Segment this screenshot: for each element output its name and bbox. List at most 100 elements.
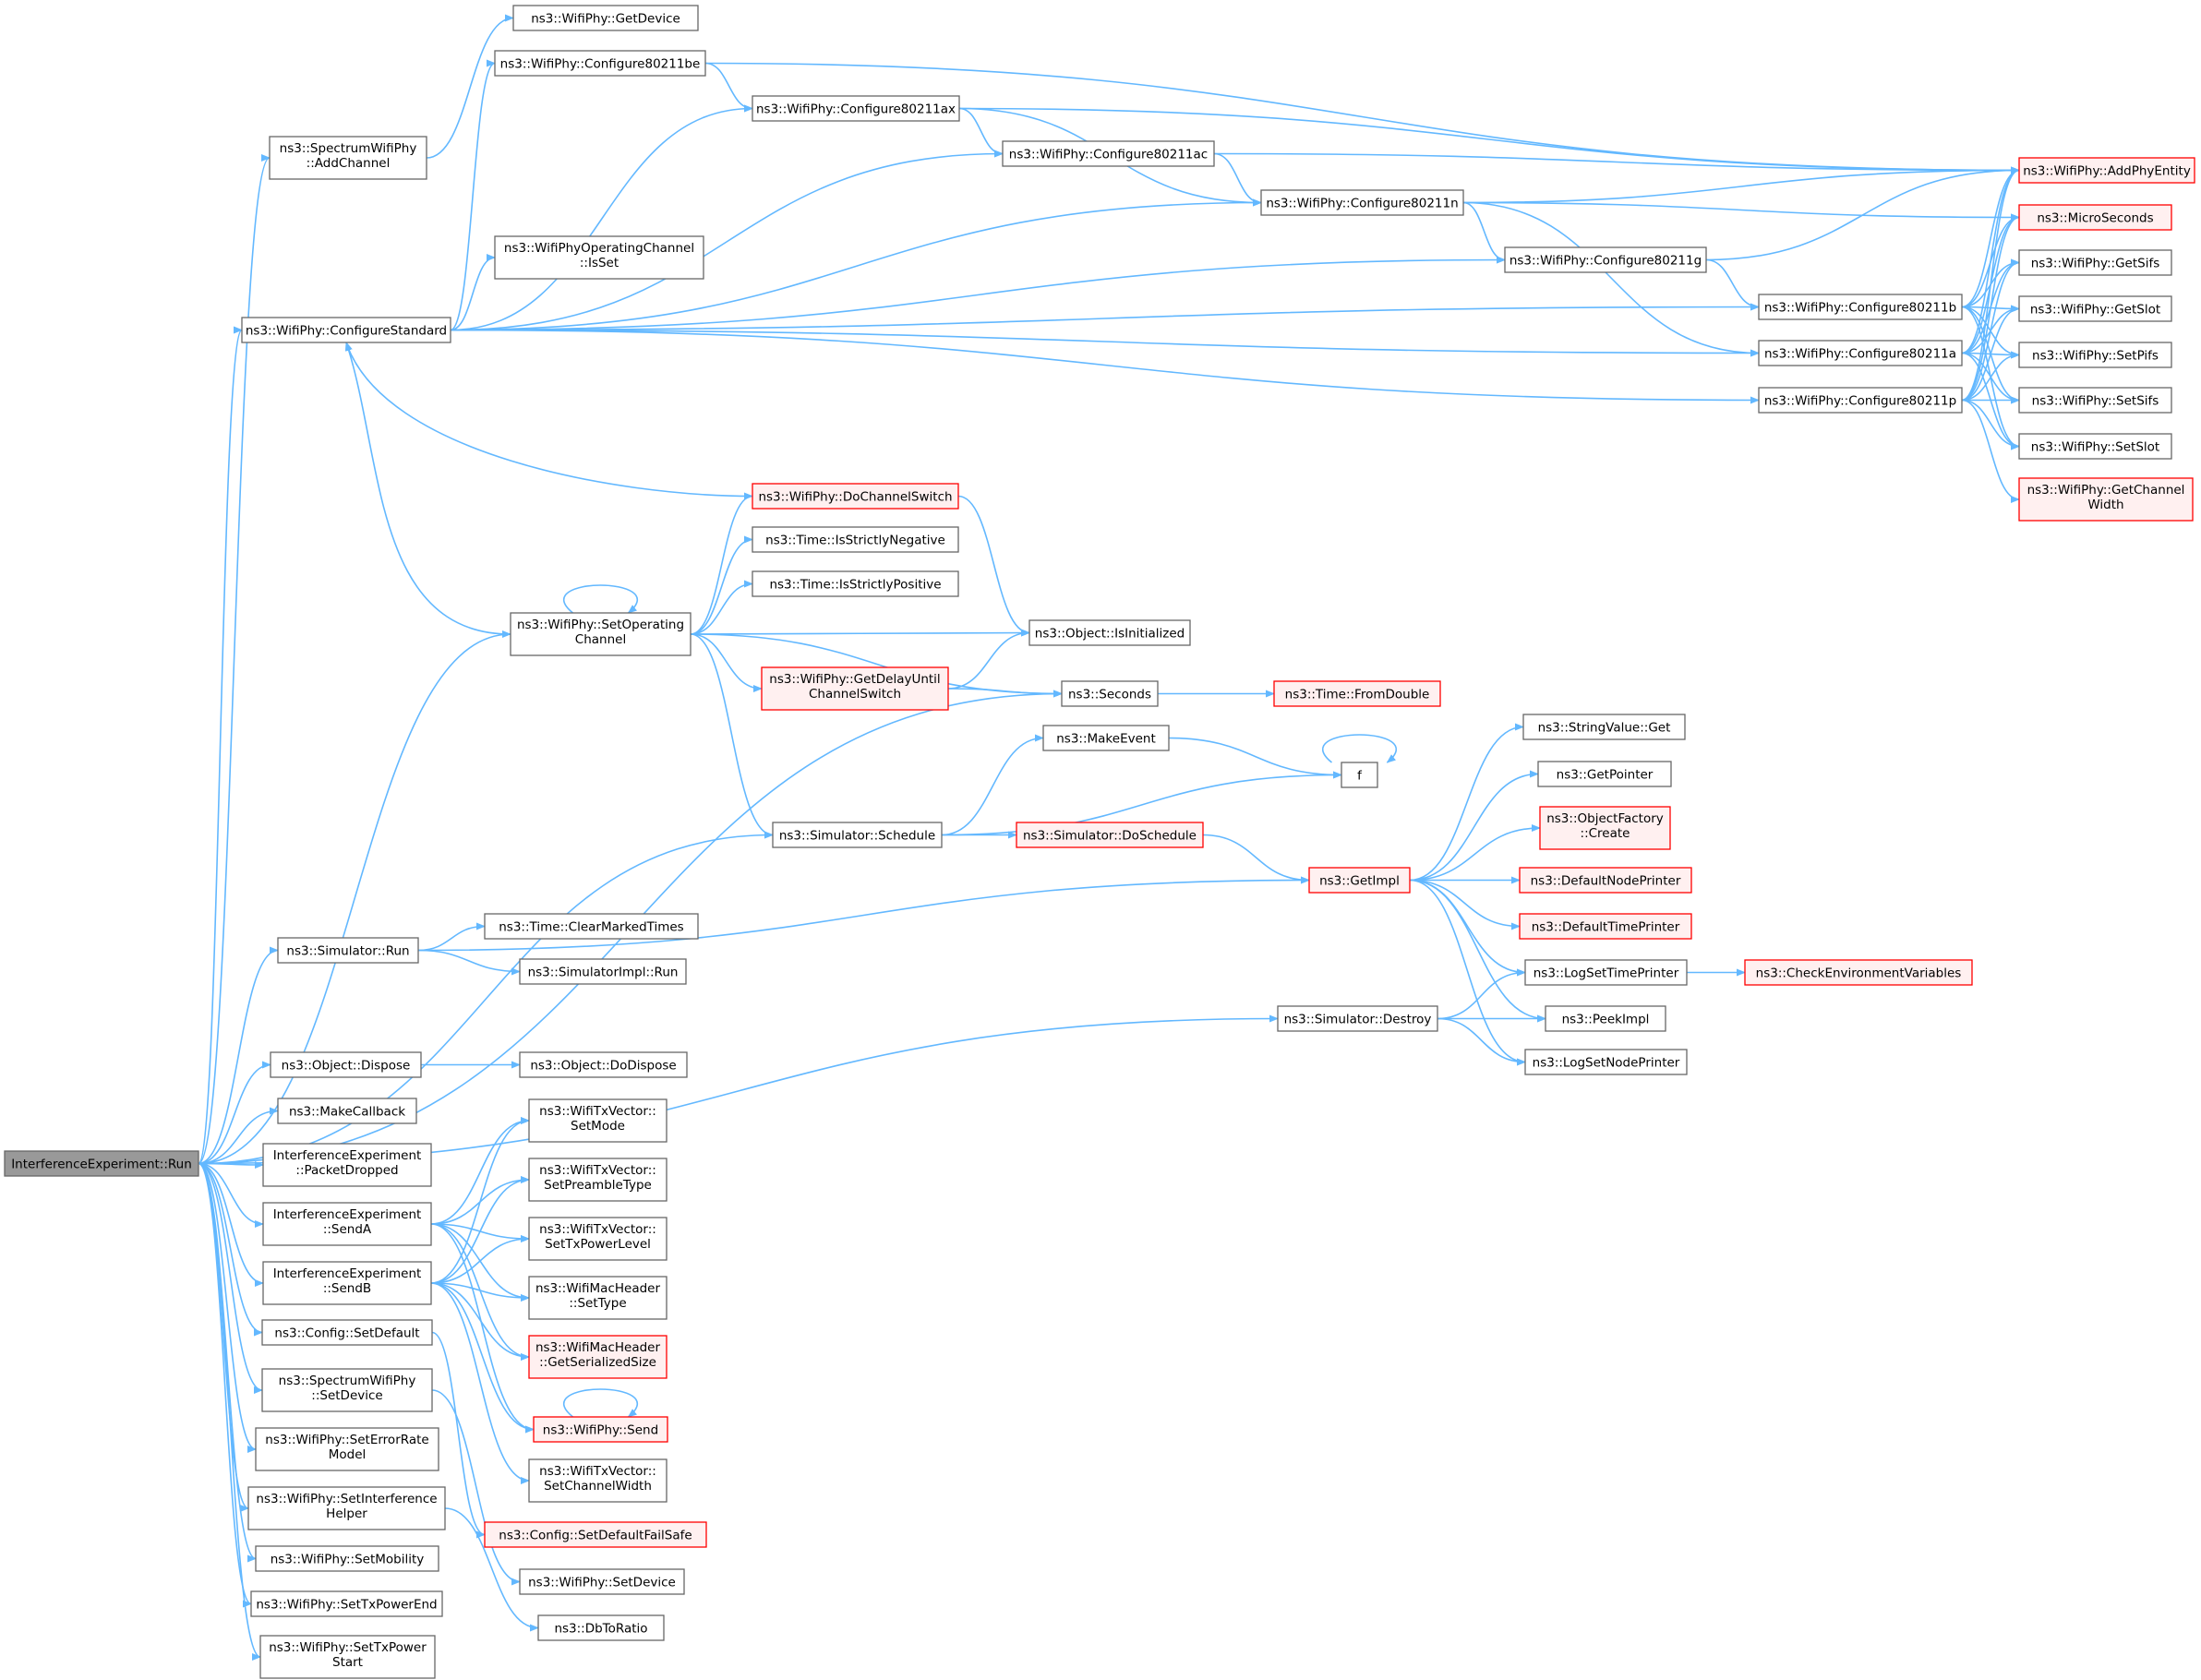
node-makecallback[interactable]: ns3::MakeCallback [277,1098,417,1124]
node-c11ac[interactable]: ns3::WifiPhy::Configure80211ac [1002,140,1215,167]
node-c11a[interactable]: ns3::WifiPhy::Configure80211a [1758,340,1963,366]
edge-doschedule-to-getimpl [1202,834,1310,884]
node-setpifs[interactable]: ns3::WifiPhy::SetPifs [2018,342,2172,368]
node-seconds[interactable]: ns3::Seconds [1061,680,1159,707]
edge-c11p-to-getchannelwidth [1961,399,2020,503]
node-c11g[interactable]: ns3::WifiPhy::Configure80211g [1504,246,1707,273]
node-isstrictlynegative[interactable]: ns3::Time::IsStrictlyNegative [752,526,959,553]
node-setmode[interactable]: ns3::WifiTxVector::SetMode [528,1098,668,1143]
node-f[interactable]: f [1341,762,1378,788]
node-doschedule[interactable]: ns3::Simulator::DoSchedule [1016,822,1204,848]
node-defaulttimeprinter[interactable]: ns3::DefaultTimePrinter [1519,913,1692,940]
node-isstrictlypositive[interactable]: ns3::Time::IsStrictlyPositive [752,570,959,597]
node-c11ax[interactable]: ns3::WifiPhy::Configure80211ax [752,95,960,122]
node-setsifs[interactable]: ns3::WifiPhy::SetSifs [2018,387,2172,414]
node-getslot[interactable]: ns3::WifiPhy::GetSlot [2018,295,2172,322]
node-c11p[interactable]: ns3::WifiPhy::Configure80211p [1758,387,1963,414]
edge-senda-to-setmode [430,1117,530,1225]
node-objectfactorycreate[interactable]: ns3::ObjectFactory::Create [1539,806,1671,850]
node-box [241,317,451,343]
edge-configurestandard-to-c11ax [450,104,753,331]
node-box [1524,959,1688,986]
node-box [484,1521,707,1548]
node-c11b[interactable]: ns3::WifiPhy::Configure80211b [1758,294,1963,320]
node-simdestroy[interactable]: ns3::Simulator::Destroy [1277,1005,1438,1032]
node-label: InterferenceExperiment::Run [11,1158,192,1172]
node-schedule[interactable]: ns3::Simulator::Schedule [772,822,943,848]
node-box [255,1427,439,1471]
node-box [261,1319,433,1346]
node-objdodispose[interactable]: ns3::Object::DoDispose [519,1051,688,1078]
node-getdevice[interactable]: ns3::WifiPhy::GetDevice [512,5,699,31]
edge-simdestroy-to-logsetnodeprinter [1437,1017,1526,1066]
node-label: ns3::WifiPhyOperatingChannel [504,241,694,256]
node-makeevent[interactable]: ns3::MakeEvent [1042,725,1170,751]
node-configsetdefault[interactable]: ns3::Config::SetDefault [261,1319,433,1346]
node-stringvalueget[interactable]: ns3::StringValue::Get [1522,714,1686,740]
node-wifiphysetdevice[interactable]: ns3::WifiPhy::SetDevice [519,1568,685,1595]
edge-sendb-to-send [430,1282,535,1434]
node-getpointer[interactable]: ns3::GetPointer [1537,761,1672,787]
node-clearmarkedtimes[interactable]: ns3::Time::ClearMarkedTimes [484,913,699,940]
node-label: ns3::WifiPhy::SetMobility [271,1553,425,1567]
node-spectrumsetdevice[interactable]: ns3::SpectrumWifiPhy::SetDevice [261,1368,433,1412]
node-defaultnodeprinter[interactable]: ns3::DefaultNodePrinter [1519,867,1692,894]
node-root[interactable]: InterferenceExperiment::Run [4,1150,199,1177]
node-isinitialized[interactable]: ns3::Object::IsInitialized [1028,619,1191,646]
edge-root-to-configsetdefault [198,1162,263,1337]
node-getserializedsize[interactable]: ns3::WifiMacHeader::GetSerializedSize [528,1335,668,1379]
node-box [1260,189,1464,216]
node-peekimpl[interactable]: ns3::PeekImpl [1545,1005,1666,1032]
node-configurestandard[interactable]: ns3::WifiPhy::ConfigureStandard [241,317,451,343]
node-label: ns3::WifiPhy::Configure80211p [1764,394,1956,409]
node-isset[interactable]: ns3::WifiPhyOperatingChannel::IsSet [494,235,704,280]
node-label: ns3::WifiPhy::SetSifs [2032,394,2159,409]
node-c11n[interactable]: ns3::WifiPhy::Configure80211n [1260,189,1464,216]
node-setslot[interactable]: ns3::WifiPhy::SetSlot [2018,433,2172,460]
node-objdispose[interactable]: ns3::Object::Dispose [270,1051,422,1078]
node-logsettimeprinter[interactable]: ns3::LogSetTimePrinter [1524,959,1688,986]
node-dbtoratio[interactable]: ns3::DbToRatio [537,1614,665,1641]
node-simimplrun[interactable]: ns3::SimulatorImpl::Run [519,958,687,985]
node-addphyentity[interactable]: ns3::WifiPhy::AddPhyEntity [2018,157,2195,184]
node-packetdropped[interactable]: InterferenceExperiment::PacketDropped [262,1143,432,1187]
node-settxpowerlevel[interactable]: ns3::WifiTxVector::SetTxPowerLevel [528,1217,668,1261]
node-addchannel[interactable]: ns3::SpectrumWifiPhy::AddChannel [269,136,427,180]
node-fromdouble[interactable]: ns3::Time::FromDouble [1273,680,1441,707]
node-label: ns3::GetPointer [1557,768,1654,783]
node-simrun[interactable]: ns3::Simulator::Run [277,937,419,964]
node-dochannelswitch[interactable]: ns3::WifiPhy::DoChannelSwitch [752,483,959,510]
node-sendb[interactable]: InterferenceExperiment::SendB [262,1261,432,1305]
edge-sendb-to-settxpowerlevel [430,1235,530,1284]
node-c11be[interactable]: ns3::WifiPhy::Configure80211be [494,50,706,77]
node-microseconds[interactable]: ns3::MicroSeconds [2018,204,2172,231]
node-box [484,913,699,940]
edge-c11n-to-addphyentity [1462,166,2020,204]
node-setmobility[interactable]: ns3::WifiPhy::SetMobility [255,1545,439,1572]
node-senda[interactable]: InterferenceExperiment::SendA [262,1202,432,1246]
node-label: InterferenceExperiment [273,1148,422,1163]
node-setchannelwidth[interactable]: ns3::WifiTxVector::SetChannelWidth [528,1458,668,1503]
node-label: ns3::CheckEnvironmentVariables [1756,966,1962,981]
node-settype[interactable]: ns3::WifiMacHeader::SetType [528,1276,668,1320]
edge-c11ax-to-addphyentity [958,107,2020,174]
node-setpreambletype[interactable]: ns3::WifiTxVector::SetPreambleType [528,1158,668,1202]
node-box [1061,680,1159,707]
node-settxpowerend[interactable]: ns3::WifiPhy::SetTxPowerEnd [250,1590,443,1617]
edge-getimpl-to-defaulttimeprinter [1409,879,1521,930]
node-getsifs[interactable]: ns3::WifiPhy::GetSifs [2018,249,2172,276]
edge-root-to-spectrumsetdevice [198,1162,263,1394]
edge-c11g-to-addphyentity [1705,166,2020,261]
node-setdefaultfailsafe[interactable]: ns3::Config::SetDefaultFailSafe [484,1521,707,1548]
node-send[interactable]: ns3::WifiPhy::Send [533,1416,668,1443]
node-logsetnodeprinter[interactable]: ns3::LogSetNodePrinter [1524,1049,1688,1075]
node-getimpl[interactable]: ns3::GetImpl [1308,867,1411,894]
node-checkenv[interactable]: ns3::CheckEnvironmentVariables [1744,959,1973,986]
